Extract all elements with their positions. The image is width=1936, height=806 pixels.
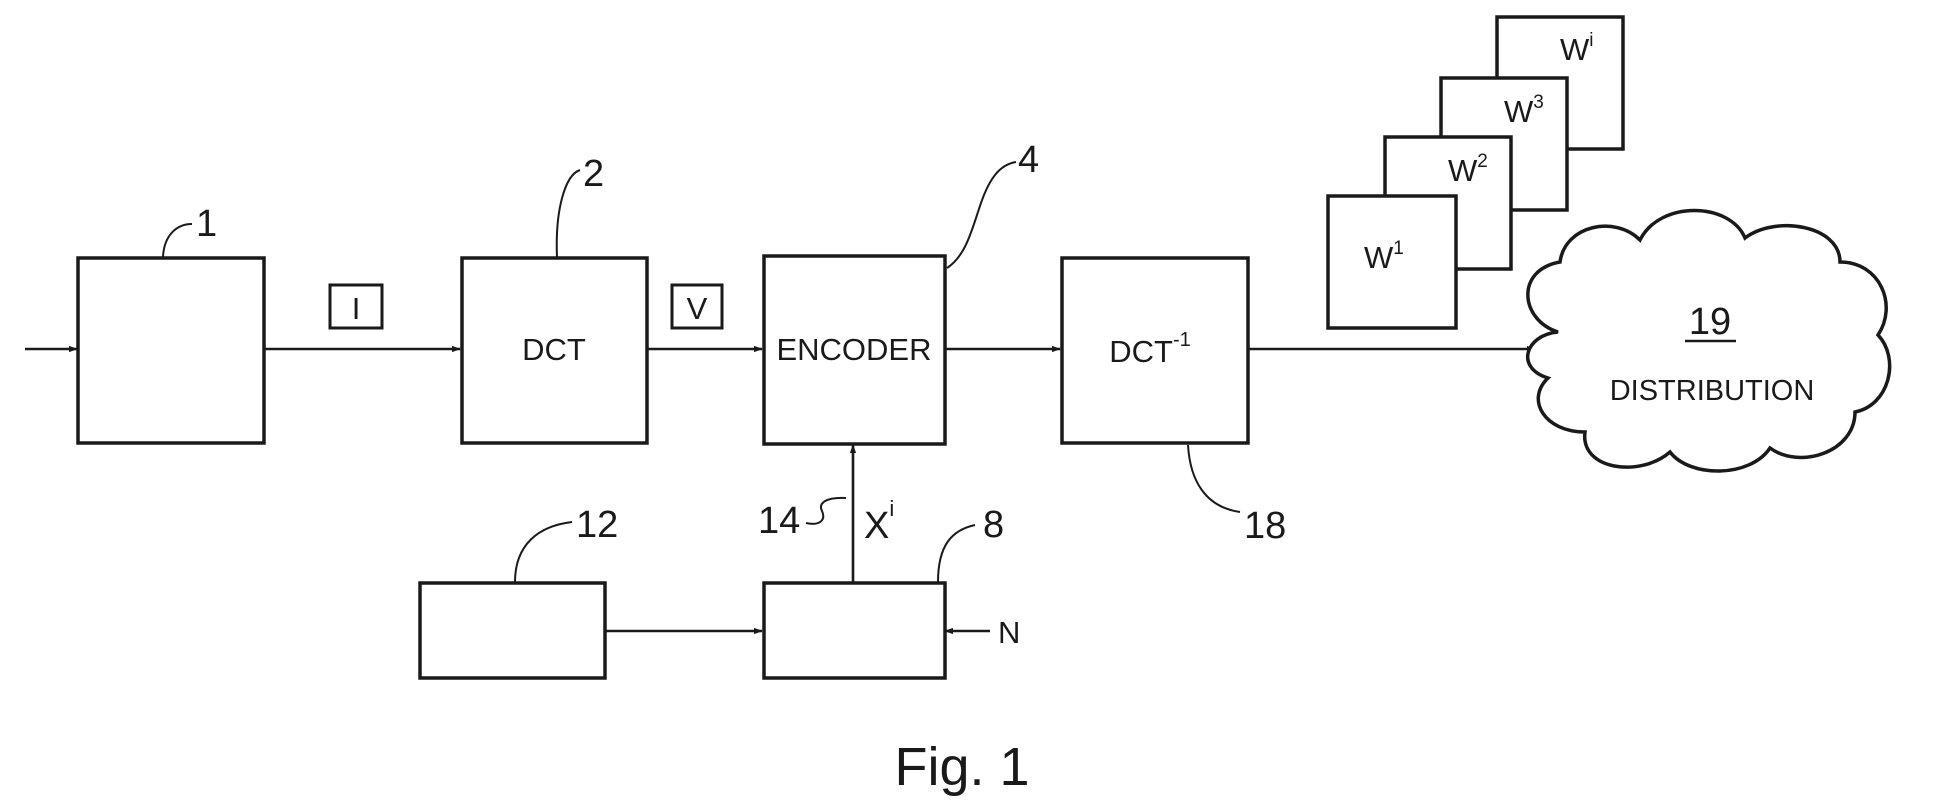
- distribution-ref: 19: [1689, 301, 1731, 343]
- signal-x-label: Xi: [864, 496, 894, 547]
- ref-14: 14: [758, 500, 800, 542]
- leader-18: [1188, 445, 1240, 512]
- watermark-label-4-sup: i: [1589, 30, 1593, 51]
- watermark-label-2-sup: 2: [1477, 151, 1488, 172]
- leader-8: [938, 525, 975, 582]
- signal-x-base: X: [864, 505, 889, 547]
- ref-1: 1: [196, 203, 217, 245]
- leader-12: [515, 522, 572, 582]
- block-1: [78, 258, 264, 443]
- watermark-label-1-sup: 1: [1393, 238, 1404, 259]
- ref-4: 4: [1018, 139, 1039, 181]
- encoder-label: ENCODER: [776, 332, 931, 367]
- ref-2: 2: [583, 153, 604, 195]
- signal-i-label: I: [352, 291, 361, 326]
- block-8: [764, 583, 945, 678]
- watermark-label-3-base: W: [1504, 94, 1534, 129]
- dct-label: DCT: [522, 332, 586, 367]
- idct-label-sup: -1: [1173, 329, 1191, 351]
- leader-1: [163, 224, 192, 257]
- leader-14: [806, 498, 846, 524]
- signal-x-sup: i: [889, 496, 894, 521]
- leader-4: [947, 162, 1016, 268]
- watermark-label-2-base: W: [1448, 153, 1478, 188]
- input-n-label: N: [998, 615, 1020, 650]
- watermark-label-3-sup: 3: [1533, 92, 1544, 113]
- ref-18: 18: [1244, 505, 1286, 547]
- signal-v-label: V: [687, 291, 708, 326]
- watermark-label-4: Wi: [1560, 30, 1594, 67]
- figure-label: Fig. 1: [894, 737, 1029, 797]
- watermark-label-4-base: W: [1560, 32, 1590, 67]
- leader-2: [557, 170, 580, 257]
- block-12: [420, 583, 605, 678]
- ref-8: 8: [983, 504, 1004, 546]
- watermark-label-1-base: W: [1364, 240, 1394, 275]
- idct-label-base: DCT: [1109, 334, 1173, 369]
- distribution-label: DISTRIBUTION: [1610, 375, 1815, 407]
- ref-12: 12: [576, 504, 618, 546]
